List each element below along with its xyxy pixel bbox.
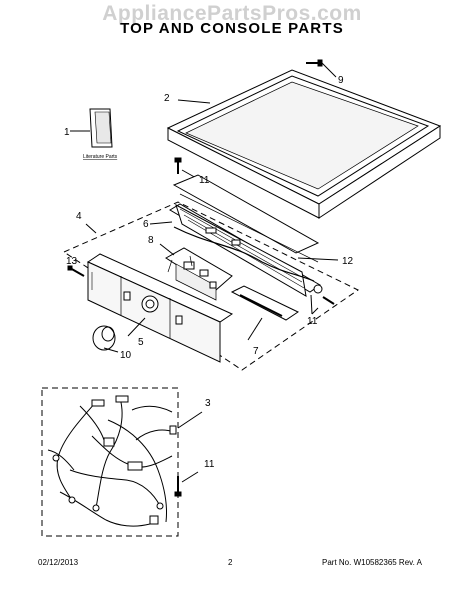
callout-1: 1 [64, 127, 70, 138]
console-panel [86, 253, 234, 363]
footer-date: 02/12/2013 [38, 558, 79, 567]
callout-11-lower: 11 [204, 459, 215, 470]
console-bracket [149, 174, 339, 315]
callout-13: 13 [66, 256, 78, 267]
knob-10 [92, 317, 146, 353]
callout-2: 2 [164, 93, 170, 104]
leader-4 [85, 223, 97, 234]
callout-11-middle: 11 [307, 316, 318, 327]
watermark: AppliancePartsPros.com [102, 2, 362, 25]
control-board [159, 243, 233, 301]
callout-8: 8 [148, 235, 154, 246]
callout-12: 12 [342, 256, 354, 267]
screw-9 [306, 59, 337, 78]
console-assembly-outline [62, 201, 359, 371]
page-title: TOP AND CONSOLE PARTS [120, 20, 344, 37]
screw-13 [67, 265, 85, 277]
screw-11-upper [174, 157, 199, 180]
callout-3: 3 [205, 398, 211, 409]
footer-page-number: 2 [228, 558, 233, 567]
callout-7: 7 [253, 346, 259, 357]
screw-11-middle [311, 296, 335, 315]
keypad-7 [230, 285, 300, 341]
footer-part-number: Part No. W10582365 Rev. A [322, 558, 422, 567]
wire-harness [41, 387, 203, 537]
callout-4: 4 [76, 211, 82, 222]
literature-parts-label: Literature Parts [83, 154, 118, 160]
callout-11-upper: 11 [199, 175, 210, 186]
screw-11-lower [174, 471, 199, 497]
callout-6: 6 [143, 219, 149, 230]
literature-booklet [70, 108, 113, 148]
callout-9: 9 [338, 75, 344, 86]
top-panel [166, 69, 442, 219]
callout-10: 10 [120, 350, 132, 361]
callout-5: 5 [138, 337, 144, 348]
